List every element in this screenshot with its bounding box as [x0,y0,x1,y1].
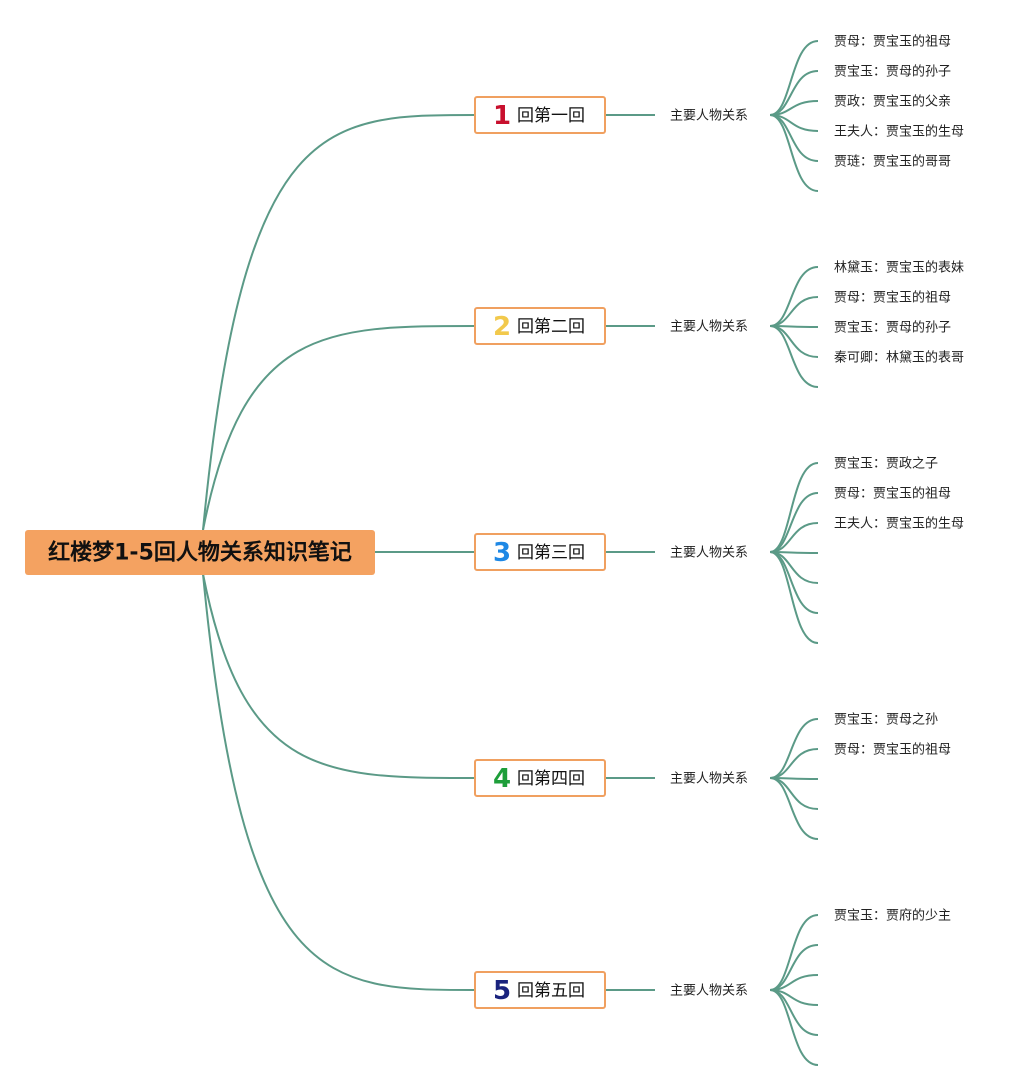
leaf-line [769,296,819,327]
relation-label: 主要人物关系 [670,984,748,999]
leaf-item[interactable]: 贾宝玉：贾母的孙子 [834,64,951,80]
chapter-title: 回第五回 [517,981,585,1001]
leaf-item[interactable]: 贾宝玉：贾政之子 [834,457,938,472]
chapter-title: 回第一回 [517,106,585,126]
chapter-number-badge: 4 [493,764,511,794]
relation-label: 主要人物关系 [670,109,748,124]
chapter-number-badge: 5 [493,976,511,1006]
root-node-title: 红楼梦1-5回人物关系知识笔记 [48,540,352,566]
relation-label: 主要人物关系 [670,772,748,787]
chapter-number-badge: 2 [493,312,511,342]
leaf-line [769,492,819,553]
leaf-line [769,114,819,162]
leaf-item[interactable]: 贾政：贾宝玉的父亲 [834,94,951,110]
chapter-box [474,307,606,345]
leaf-item[interactable]: 贾母：贾宝玉的祖母 [834,34,951,50]
leaf-line [769,777,819,840]
leaf-item[interactable]: 贾母：贾宝玉的祖母 [834,290,951,306]
leaf-item[interactable]: 贾宝玉：贾府的少主 [834,908,951,924]
leaf-line [769,325,819,358]
leaf-line [769,462,819,553]
leaf-item[interactable]: 王夫人：贾宝玉的生母 [834,124,964,140]
leaf-line [769,718,819,779]
leaf-line [769,325,819,388]
branch-line-5 [202,573,476,991]
chapter-box [474,971,606,1009]
root-node[interactable]: 红楼梦1-5回人物关系知识笔记 [25,530,375,575]
chapter-node-2[interactable]: 2 回第二回 [474,307,606,345]
leaf-line [769,777,819,810]
relation-label: 主要人物关系 [670,546,748,561]
chapter-node-4[interactable]: 4 回第四回 [474,759,606,797]
leaf-line [769,551,819,644]
relation-label: 主要人物关系 [670,320,748,335]
branch-line-2 [202,325,476,531]
chapter-node-3[interactable]: 3 回第三回 [474,533,606,571]
leaf-item[interactable]: 贾宝玉：贾母之孙 [834,713,938,728]
leaf-line [769,748,819,779]
leaf-item[interactable]: 贾琏：贾宝玉的哥哥 [834,154,951,170]
connector-lines [202,40,819,1066]
chapter-node-5[interactable]: 5 回第五回 [474,971,606,1009]
leaf-line [769,989,819,1066]
chapter-box [474,533,606,571]
leaf-line [769,914,819,991]
leaf-item[interactable]: 秦可卿：林黛玉的表哥 [834,350,964,366]
leaf-line [769,70,819,116]
leaf-line [769,266,819,327]
leaf-item[interactable]: 贾母：贾宝玉的祖母 [834,486,951,502]
chapter-title: 回第四回 [517,769,585,789]
leaf-item[interactable]: 王夫人：贾宝玉的生母 [834,516,964,532]
chapter-title: 回第三回 [517,543,585,563]
branch-line-4 [202,573,476,779]
chapter-number-badge: 3 [493,538,511,568]
leaf-item[interactable]: 林黛玉：贾宝玉的表妹 [834,260,964,276]
chapter-box [474,96,606,134]
leaf-line [769,944,819,991]
branch-line-1 [202,114,476,531]
leaf-line [769,40,819,116]
chapter-box [474,759,606,797]
chapter-node-1[interactable]: 1 回第一回 [474,96,606,134]
leaf-item[interactable]: 贾母：贾宝玉的祖母 [834,742,951,758]
chapter-number-badge: 1 [493,101,511,131]
leaf-line [769,114,819,192]
root-node-box [25,530,375,575]
chapter-title: 回第二回 [517,317,585,337]
leaf-item[interactable]: 贾宝玉：贾母的孙子 [834,320,951,336]
leaf-line [769,989,819,1036]
